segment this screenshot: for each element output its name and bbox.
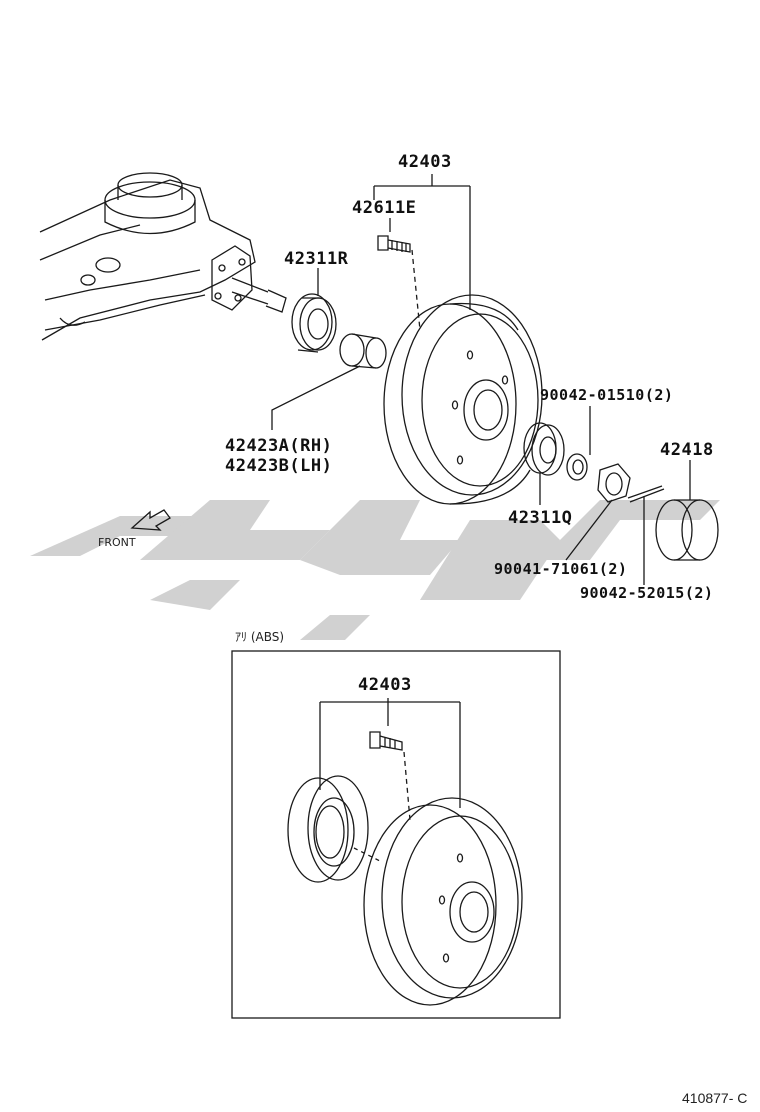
abs-inset [231,650,561,1019]
figure-id: 410877- C [682,1090,748,1106]
outer-bearing-42311q [523,422,565,476]
front-label: FRONT [98,536,136,549]
inset-hub-bolt [369,731,403,751]
hub-bolt-42611e [377,235,411,253]
inset-frame [231,650,561,1019]
label-42423a: 42423A(RH) [225,436,333,456]
label-90041-71061: 90041-71061(2) [494,560,628,578]
label-42423b: 42423B(LH) [225,456,333,476]
label-90042-52015: 90042-52015(2) [580,584,714,602]
label-42403-inset: 42403 [358,675,412,695]
inset-title: ｱﾘ (ABS) [235,630,285,644]
abs-sensor-rotor [287,775,369,883]
washer-90042-01510 [566,453,588,481]
cotter-pin-90042-52015 [627,485,665,503]
front-arrow-icon [130,509,171,531]
inner-bearing-42311r [291,293,337,353]
label-42611e: 42611E [352,198,417,218]
label-42311r: 42311R [284,249,349,269]
grease-cap-42418 [655,499,719,561]
oil-seal-42423 [339,333,387,369]
axle-beam-illustration [39,172,287,341]
leader-lines [271,174,691,585]
watermark-logo [30,500,720,640]
label-42403: 42403 [398,152,452,172]
inset-brake-drum [363,797,523,1006]
castle-nut-90041-71061 [597,463,631,503]
label-42418: 42418 [660,440,714,460]
label-90042-01510: 90042-01510(2) [540,386,674,404]
label-42311q: 42311Q [508,508,573,528]
main-assembly [39,172,719,585]
brake-drum-42403 [383,294,543,505]
